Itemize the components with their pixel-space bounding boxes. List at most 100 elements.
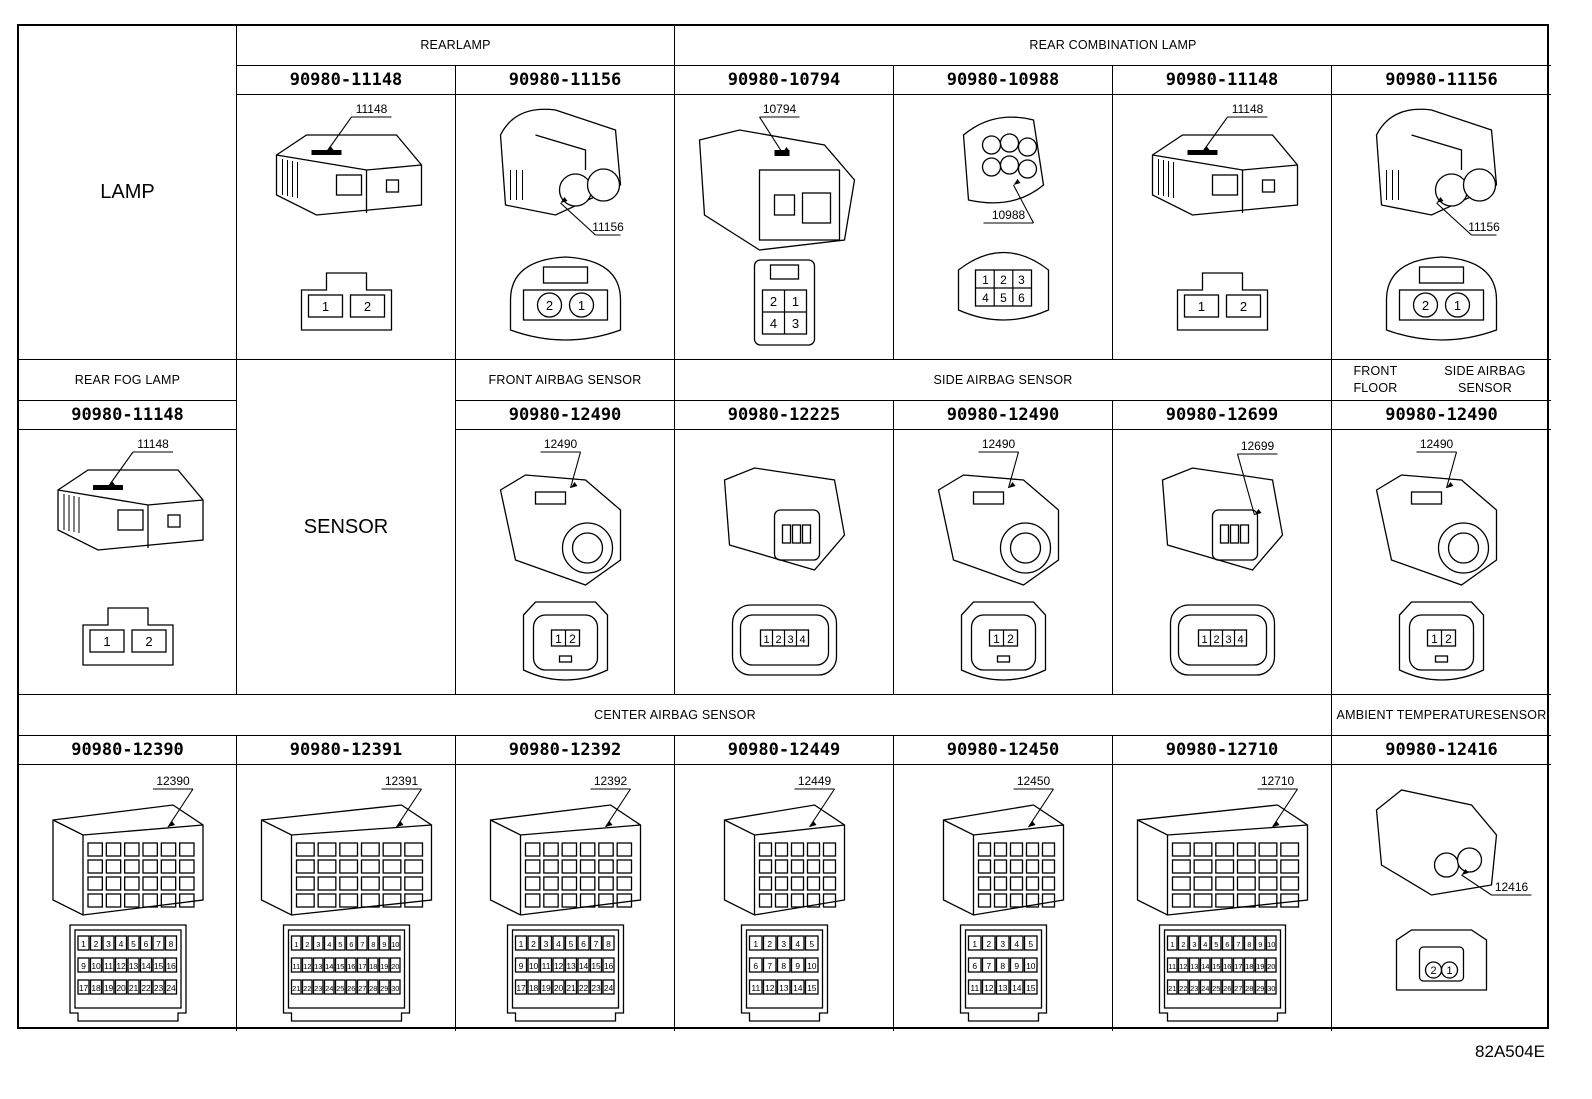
pin-label: 2	[1007, 632, 1014, 646]
connector-housing	[962, 116, 1045, 204]
callout: 12416	[1461, 869, 1532, 896]
callout-label: 12450	[1017, 774, 1051, 788]
pin-label: 27	[1234, 984, 1242, 993]
pin-label: 8	[606, 939, 611, 949]
pin-label: 1	[1446, 965, 1452, 977]
pin-label: 4	[119, 939, 124, 949]
pin-label: 17	[516, 983, 526, 993]
part-number: 90980-11148	[1113, 66, 1332, 95]
pin-label: 5	[809, 939, 814, 949]
pin-label: 20	[554, 983, 564, 993]
connector-housing	[275, 134, 423, 216]
pin-label: 2	[145, 634, 152, 649]
pin-label: 4	[1237, 634, 1243, 646]
connector-housing	[723, 467, 846, 571]
pin-label: 13	[998, 983, 1008, 993]
pin-label: 1	[753, 939, 758, 949]
pin-label: 22	[141, 983, 151, 993]
pin-label: 23	[314, 984, 322, 993]
pin-label: 11	[970, 983, 979, 993]
pin-label: 25	[336, 984, 344, 993]
pin-label: 4	[770, 316, 777, 331]
pin-label: 24	[325, 984, 333, 993]
pin-label: 4	[327, 940, 331, 949]
part-number: 90980-12490	[1332, 401, 1551, 430]
pin-label: 7	[360, 940, 364, 949]
pin-label: 5	[569, 939, 574, 949]
pin-label: 7	[986, 961, 991, 971]
callout-label: 11156	[1468, 220, 1500, 234]
part-number: 90980-12391	[237, 736, 456, 765]
pin-label: 24	[166, 983, 176, 993]
pin-label: 12	[984, 983, 994, 993]
callout-label: 11148	[137, 437, 169, 451]
callout-label: 12490	[982, 437, 1016, 451]
pin-label: 1	[578, 298, 585, 313]
pin-label: 4	[556, 939, 561, 949]
pin-label: 11	[751, 983, 760, 993]
pin-label: 6	[349, 940, 353, 949]
pin-label: 22	[303, 984, 311, 993]
pin-label: 25	[1212, 984, 1220, 993]
pin-label: 23	[154, 983, 164, 993]
connector-housing	[723, 804, 846, 916]
callout: 11148	[1202, 102, 1268, 153]
pin-label: 5	[1000, 291, 1007, 305]
pin-label: 26	[1223, 984, 1231, 993]
callout-label: 10988	[992, 208, 1026, 222]
pin-label: 29	[1256, 984, 1264, 993]
pin-label: 3	[1192, 940, 1196, 949]
pin-label: 1	[982, 273, 989, 287]
pin-label: 9	[519, 961, 524, 971]
callout: 11148	[107, 437, 173, 488]
pin-label: 2	[546, 298, 553, 313]
pin-label: 1	[81, 939, 86, 949]
center-airbag-sensor-header: CENTER AIRBAG SENSOR	[19, 695, 1332, 736]
pin-label: 7	[1236, 940, 1240, 949]
callout-label: 11148	[1232, 102, 1264, 116]
pin-label: 2	[569, 632, 576, 646]
front-airbag-sensor-header: FRONT AIRBAG SENSOR	[456, 360, 675, 401]
pin-label: 2	[94, 939, 99, 949]
pin-label: 2	[531, 939, 536, 949]
pin-label: 11	[104, 961, 113, 971]
part-number: 90980-12710	[1113, 736, 1332, 765]
callout-label: 12416	[1495, 880, 1529, 894]
pin-label: 3	[544, 939, 549, 949]
pin-label: 23	[1190, 984, 1198, 993]
pin-label: 2	[1000, 273, 1007, 287]
pin-label: 14	[1201, 962, 1209, 971]
callout-label: 11148	[356, 102, 388, 116]
callout: 10794	[759, 102, 800, 154]
pin-label: 7	[156, 939, 161, 949]
connector-housing	[260, 804, 433, 916]
pin-label: 12	[303, 962, 311, 971]
pin-label: 1	[1170, 940, 1174, 949]
part-number: 90980-12390	[19, 736, 237, 765]
part-number: 90980-12225	[675, 401, 894, 430]
pin-label: 1	[519, 939, 524, 949]
pin-label: 5	[1214, 940, 1218, 949]
callout-label: 12699	[1241, 439, 1275, 453]
